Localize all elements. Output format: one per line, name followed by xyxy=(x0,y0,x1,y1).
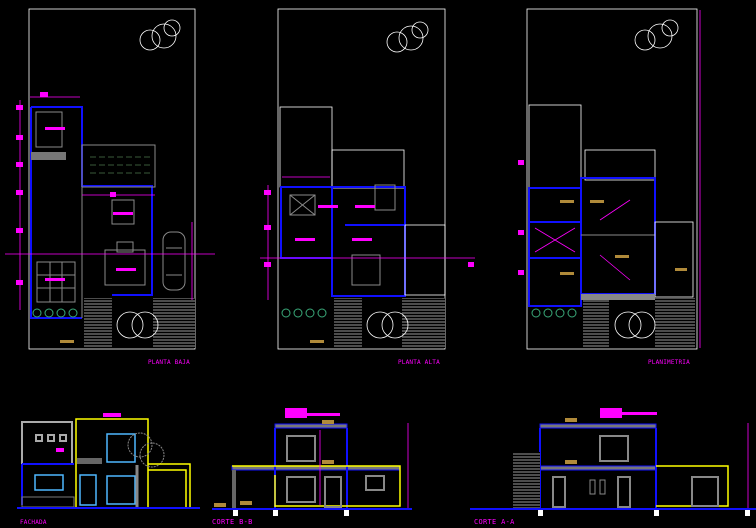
dining-table xyxy=(111,199,135,225)
lot-boundary xyxy=(28,8,196,350)
window xyxy=(34,474,64,491)
exterior-wall xyxy=(280,186,406,297)
stairs-hatch xyxy=(513,452,540,508)
roof-outline xyxy=(528,104,582,189)
lot-boundary xyxy=(277,8,446,350)
car-icon xyxy=(162,231,186,291)
stair-void xyxy=(289,194,316,216)
door xyxy=(552,476,566,508)
view-title-corte-bb: CORTE B-B xyxy=(212,518,253,526)
window xyxy=(599,435,629,462)
living-set xyxy=(104,249,146,286)
lot-boundary xyxy=(526,8,698,350)
window xyxy=(286,435,316,462)
planters xyxy=(281,308,327,318)
roof-outline xyxy=(279,106,333,188)
window xyxy=(106,433,136,463)
exterior-wall xyxy=(31,106,153,296)
planta-baja-plan: PLANTA BAJA xyxy=(5,8,215,366)
planimetria-plan: PLANIMETRIA xyxy=(518,8,701,366)
bed xyxy=(374,184,396,211)
fachada-elevation: FACHADA xyxy=(17,413,200,526)
planta-alta-plan: PLANTA ALTA xyxy=(260,8,475,366)
tree-icon xyxy=(634,19,679,51)
level-marker xyxy=(60,340,74,343)
planters xyxy=(32,308,78,318)
view-title-planta-baja: PLANTA BAJA xyxy=(148,359,190,366)
view-title-fachada: FACHADA xyxy=(20,519,47,526)
planters xyxy=(531,308,577,318)
door xyxy=(79,474,97,506)
corte-bb-section: CORTE B-B xyxy=(212,408,412,526)
tree-icon xyxy=(116,311,159,339)
door xyxy=(324,476,342,508)
stairs-hatch xyxy=(84,298,112,348)
view-title-corte-aa: CORTE A-A xyxy=(474,518,515,526)
bed xyxy=(351,254,381,286)
roof-slab xyxy=(528,187,582,307)
tree-icon xyxy=(139,19,181,51)
view-title-planimetria: PLANIMETRIA xyxy=(648,359,690,366)
garage-cover xyxy=(81,144,156,188)
tree-icon xyxy=(127,432,165,508)
exterior-wall xyxy=(30,107,82,319)
kitchen-grid xyxy=(36,261,76,303)
corte-aa-section: CORTE A-A xyxy=(470,408,756,526)
view-title-planta-alta: PLANTA ALTA xyxy=(398,359,440,366)
tree-icon xyxy=(386,21,429,53)
roof-slab xyxy=(580,177,656,295)
